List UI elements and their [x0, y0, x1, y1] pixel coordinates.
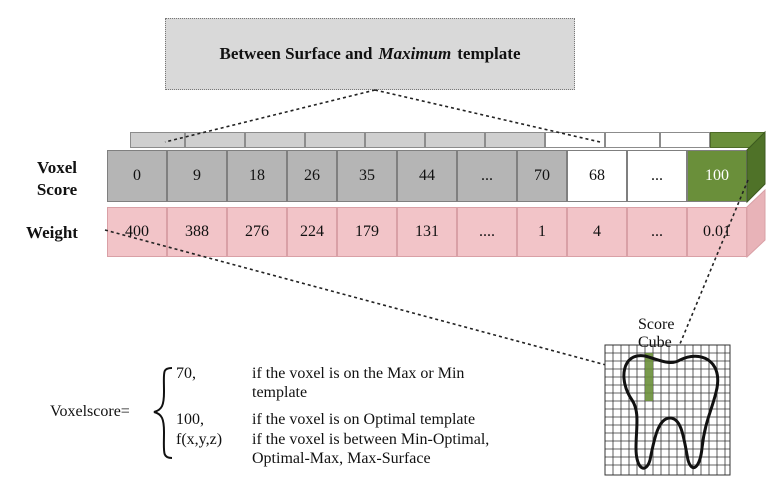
score-cell: 18 — [227, 150, 287, 202]
score-cube-label-line2: Cube — [638, 334, 672, 351]
weight-cell: ... — [627, 207, 687, 257]
formula-condition-1-line2: template — [252, 384, 308, 401]
connector-line-left — [164, 89, 376, 143]
voxel-score-label: Voxel Score — [22, 157, 92, 201]
score-cube-label: Score Cube — [638, 316, 698, 352]
connector-line-weight — [104, 229, 633, 373]
connector-line-green — [669, 179, 749, 369]
weight-cell: 179 — [337, 207, 397, 257]
connector-line-right — [374, 89, 601, 143]
formula-condition-3-line1: if the voxel is between Min-Optimal, — [252, 431, 490, 448]
score-cube-highlight — [645, 353, 653, 401]
weight-cell: 276 — [227, 207, 287, 257]
formula-condition-3-line2: Optimal-Max, Max-Surface — [252, 450, 431, 467]
weight-cell: 1 — [517, 207, 567, 257]
score-cell: 68 — [567, 150, 627, 202]
formula-condition-1-line1: if the voxel is on the Max or Min — [252, 365, 465, 382]
score-cell: 70 — [517, 150, 567, 202]
title-part3: template — [457, 44, 521, 63]
score-cube-label-line1: Score — [638, 316, 675, 333]
score-cell: ... — [627, 150, 687, 202]
title-part2: Maximum — [378, 44, 452, 63]
formula-condition-3: if the voxel is between Min-Optimal, Opt… — [252, 430, 572, 468]
weight-row-side — [746, 188, 766, 259]
weight-label: Weight — [26, 223, 78, 242]
score-cell: 0 — [107, 150, 167, 202]
tooth-outline — [622, 354, 720, 470]
score-label: Score — [36, 180, 78, 199]
formula-condition-1: if the voxel is on the Max or Min templa… — [252, 364, 552, 402]
title-part1: Between Surface and — [219, 44, 373, 63]
score-cell: 35 — [337, 150, 397, 202]
weight-cell: 224 — [287, 207, 337, 257]
formula-value-1: 70, — [176, 365, 196, 382]
formula-condition-2: if the voxel is on Optimal template — [252, 411, 476, 428]
score-cell: 100 — [687, 150, 747, 202]
formula-value-3: f(x,y,z) — [176, 431, 223, 448]
formula-value-2: 100, — [176, 411, 204, 428]
score-cell: 26 — [287, 150, 337, 202]
weight-cell: 131 — [397, 207, 457, 257]
weight-cell: 0.01 — [687, 207, 747, 257]
score-cell: ... — [457, 150, 517, 202]
score-cell: 9 — [167, 150, 227, 202]
score-cell: 44 — [397, 150, 457, 202]
green-cube-side — [746, 130, 766, 204]
score-cube-grid — [604, 344, 731, 476]
weight-cell: 400 — [107, 207, 167, 257]
weight-cell: .... — [457, 207, 517, 257]
voxel-label: Voxel — [37, 158, 77, 177]
title-box: Between Surface and Maximum template — [165, 18, 575, 90]
formula-brace — [153, 367, 173, 459]
formula-lhs: Voxelscore= — [50, 403, 130, 420]
weight-cell: 4 — [567, 207, 627, 257]
